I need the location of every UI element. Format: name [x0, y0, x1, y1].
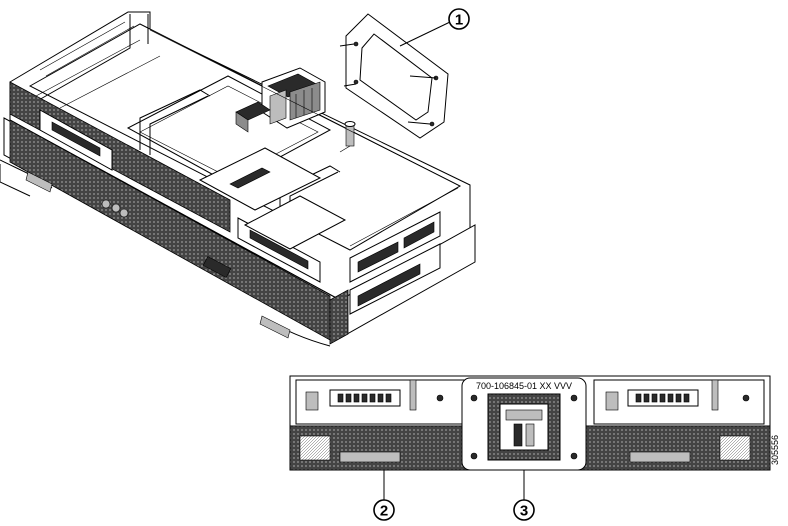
gasket-frame: [339, 13, 449, 139]
center-plate: 700-106845-01 XX VVV: [461, 377, 587, 471]
callout-1-label: 1: [455, 12, 463, 29]
callout-2: 2: [373, 470, 395, 521]
front-view: 700-106845-01 XX VVV: [289, 375, 771, 471]
callout-2-label: 2: [380, 503, 388, 520]
callout-1: 1: [399, 8, 470, 47]
port-row-front-left: [337, 393, 392, 403]
part-number-label: 700-106845-01 XX VVV: [476, 381, 572, 391]
port-row-left: [51, 121, 101, 157]
connector-block: [261, 67, 326, 129]
callout-3: 3: [513, 470, 535, 521]
callout-3-label: 3: [520, 503, 528, 520]
figure-number: 305556: [770, 435, 780, 465]
isometric-module-view: [0, 11, 476, 347]
port-row-front-right: [635, 393, 690, 403]
